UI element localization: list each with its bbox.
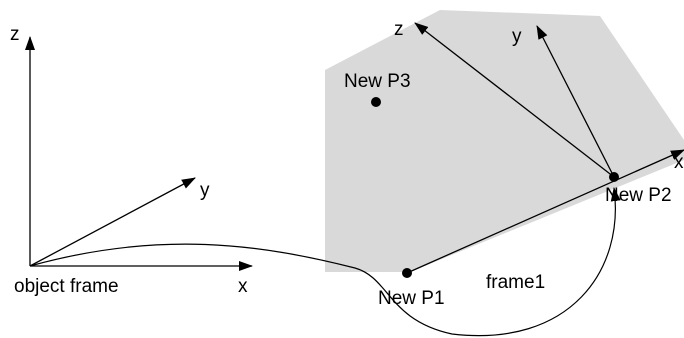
new-frame-z-label: z [394,19,404,40]
new-frame-x-label: x [674,152,684,173]
transform-label: frame1 [486,272,545,293]
object-frame-y-label: y [200,180,210,201]
object-frame-y-axis [29,177,196,267]
transform-curve [29,187,621,337]
point-p1-label: New P1 [378,288,445,309]
point-p2-label: New P2 [605,185,672,206]
new-frame-y-axis [536,25,615,178]
new-frame-plane [325,10,684,272]
point-p2 [609,172,619,182]
point-p1 [402,268,412,278]
object-frame-caption: object frame [14,276,119,297]
new-frame-x-axis [406,149,684,274]
point-p3-label: New P3 [344,71,411,92]
object-frame-x-label: x [238,276,248,297]
object-frame-z-label: z [10,24,20,45]
new-frame-z-axis [414,22,615,178]
point-p3 [371,97,381,107]
new-frame-y-label: y [512,26,522,47]
